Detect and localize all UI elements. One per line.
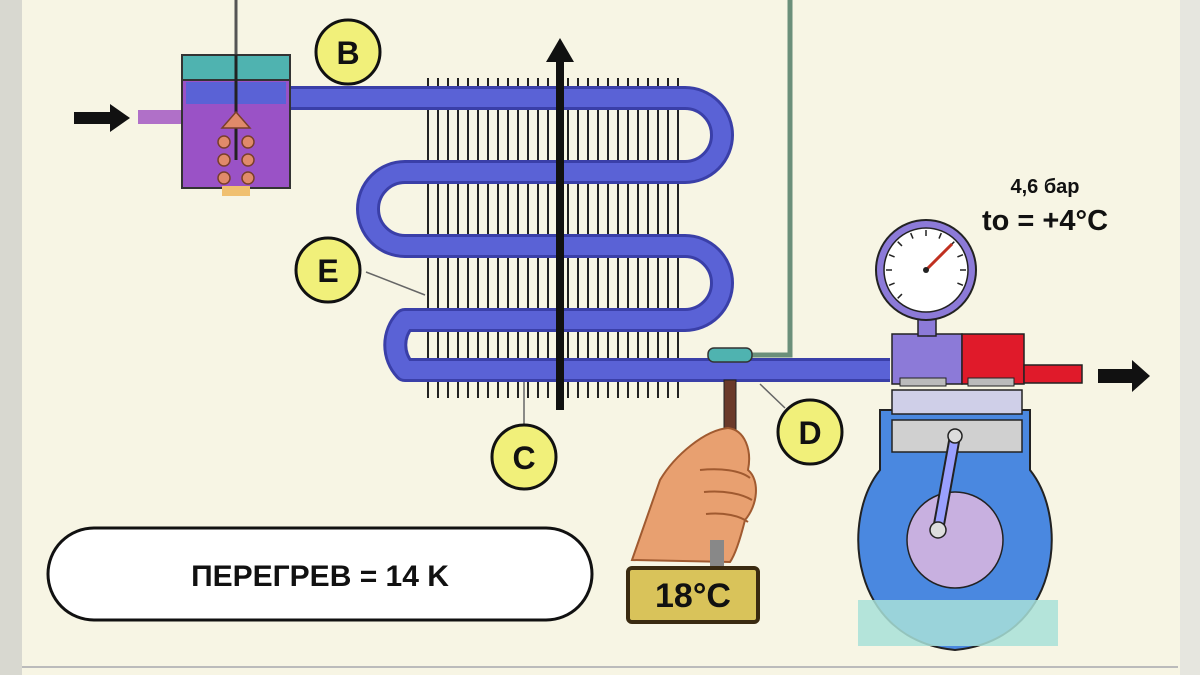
label-d-leader — [759, 383, 786, 409]
evaporator-coil — [290, 89, 890, 379]
thermometer-reading: 18°C — [655, 577, 731, 615]
svg-text:D: D — [798, 415, 821, 451]
svg-text:E: E — [317, 253, 338, 289]
svg-text:B: B — [336, 35, 359, 71]
left-border — [0, 0, 22, 675]
thermometer-display — [626, 566, 760, 624]
label-b: B — [314, 18, 382, 86]
gauge-tick — [938, 232, 943, 239]
pressure-text: 4,6 бар — [1010, 176, 1079, 198]
right-border — [1180, 0, 1200, 675]
label-d: D — [776, 398, 844, 466]
gauge-tick — [888, 282, 895, 287]
pressure-gauge — [875, 219, 977, 337]
airflow-arrow-head — [546, 38, 574, 62]
gauge-tick — [888, 253, 895, 258]
compressor — [857, 333, 1083, 652]
gauge-tick — [957, 253, 964, 258]
thermometer-cable — [710, 540, 724, 570]
gauge-tick — [897, 293, 903, 299]
gauge-tick — [909, 232, 914, 239]
gauge-tick — [957, 282, 964, 287]
superheat-text: ПЕРЕГРЕВ = 14 K — [191, 560, 449, 593]
label-e: E — [294, 236, 362, 304]
gauge-tick — [897, 241, 903, 247]
evaporation-temperature-text: to = +4°C — [982, 205, 1108, 237]
superheat-box — [46, 526, 594, 622]
expansion-valve — [181, 54, 291, 196]
svg-text:C: C — [512, 440, 535, 476]
inlet-pipe — [138, 110, 188, 124]
outlet-arrow — [1098, 360, 1150, 392]
label-c: C — [490, 423, 558, 491]
hand — [630, 426, 757, 564]
inlet-arrow — [74, 104, 130, 132]
sensor-bulb — [707, 347, 753, 363]
label-e-leader — [365, 271, 426, 296]
equalizer-line — [730, 0, 793, 358]
